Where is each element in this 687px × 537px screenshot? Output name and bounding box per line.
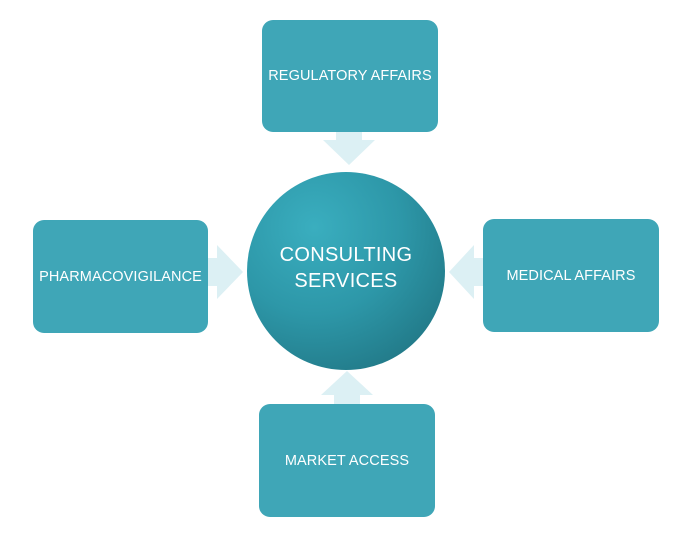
arrow-left-to-hub [208,245,243,299]
arrow-bottom-to-hub [321,371,373,404]
hub-label-line2: SERVICES [294,270,398,292]
node-market-access: MARKET ACCESS [259,404,435,517]
node-label: MEDICAL AFFAIRS [506,267,636,284]
hub-label-line1: CONSULTING [279,244,413,266]
node-pharmacovigilance: PHARMACOVIGILANCE [33,220,208,333]
arrow-right-to-hub [449,245,483,299]
node-label: REGULATORY AFFAIRS [268,68,432,84]
arrow-top-to-hub [323,131,375,165]
node-regulatory-affairs: REGULATORY AFFAIRS [262,20,438,132]
node-label: PHARMACOVIGILANCE [39,268,202,285]
hub-consulting-services: CONSULTING SERVICES [247,172,445,370]
node-label: MARKET ACCESS [284,452,410,469]
node-medical-affairs: MEDICAL AFFAIRS [483,219,659,332]
